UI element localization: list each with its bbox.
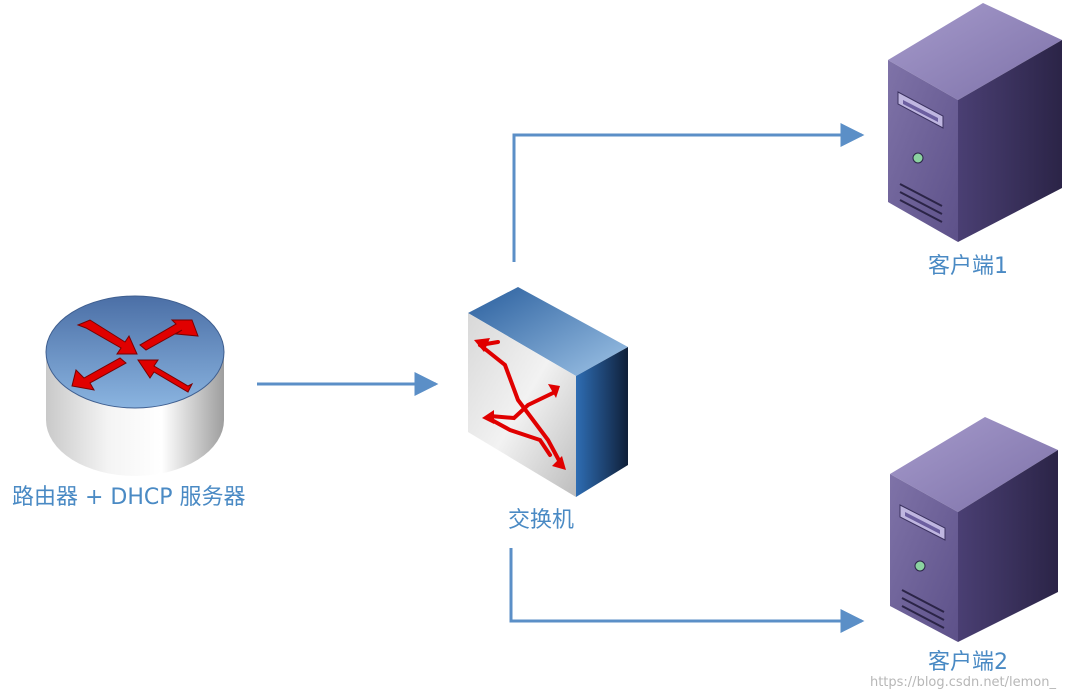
watermark: https://blog.csdn.net/lemon_ (869, 675, 1056, 690)
router-icon (45, 295, 225, 476)
client1-label: 客户端1 (928, 254, 1008, 279)
connector-switch-client1 (512, 123, 865, 262)
switch-icon (468, 287, 628, 497)
server-tower-icon-client1 (888, 3, 1062, 242)
client2-label: 客户端2 (928, 650, 1008, 675)
switch-label: 交换机 (508, 508, 575, 533)
router-label: 路由器 + DHCP 服务器 (12, 485, 246, 510)
connector-switch-client2 (509, 548, 865, 633)
server-tower-icon-client2 (890, 417, 1058, 642)
